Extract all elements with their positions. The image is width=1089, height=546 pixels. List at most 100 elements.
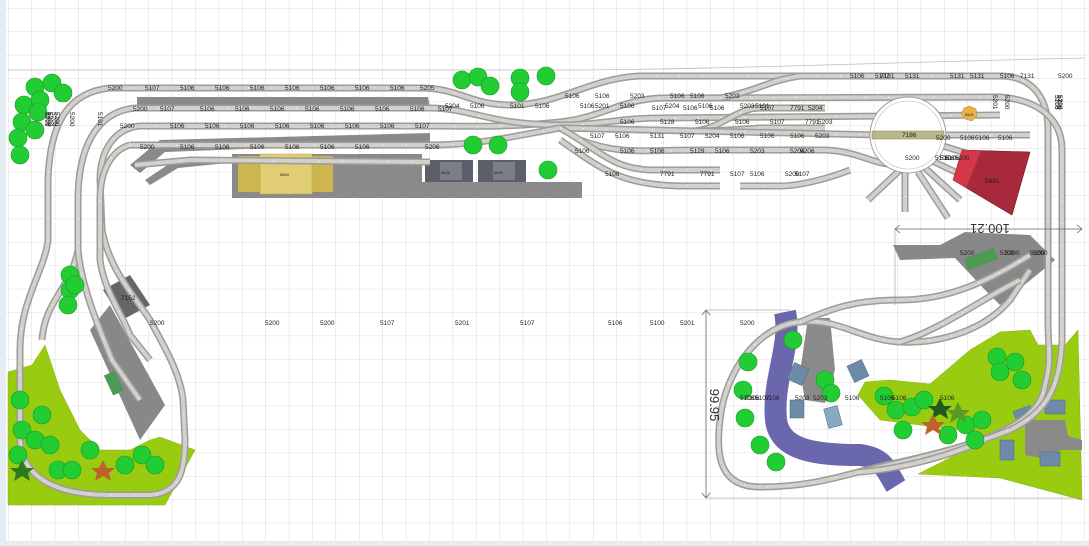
- track-label: 5106: [270, 106, 285, 113]
- track-label: 5106: [240, 123, 255, 130]
- turntable-label: 7186: [902, 132, 917, 139]
- track-label: 5107: [760, 105, 775, 112]
- tree: [738, 352, 758, 372]
- track-label: 5106: [285, 144, 300, 151]
- tree: [510, 82, 530, 102]
- track-label: 5106: [735, 119, 750, 126]
- track-label: 5106: [620, 148, 635, 155]
- track-label: 5107: [652, 105, 667, 112]
- engine-shed-b: [478, 160, 526, 182]
- track-label: 5200: [1056, 95, 1063, 110]
- tree: [893, 420, 913, 440]
- track-label: 5106: [765, 395, 780, 402]
- track-label: 5107: [145, 85, 160, 92]
- tree: [783, 330, 803, 350]
- track-label: 5106: [595, 93, 610, 100]
- track-label: 5101: [755, 103, 770, 110]
- track-segment[interactable]: [559, 124, 881, 139]
- tree: [62, 460, 82, 480]
- track-segment[interactable]: [719, 72, 801, 102]
- track-label: 5200: [108, 85, 123, 92]
- freight-shed: [103, 370, 125, 396]
- track-label: 5106: [940, 155, 955, 162]
- track-segment[interactable]: [38, 104, 136, 341]
- track-label: 5204: [50, 112, 57, 127]
- track-label: 5106: [1053, 95, 1060, 110]
- track-label: 5106: [250, 144, 265, 151]
- track-label: 5203: [750, 148, 765, 155]
- station-label: 5884: [280, 172, 290, 177]
- track-label: 5106: [695, 119, 710, 126]
- track-label: 5203: [818, 119, 833, 126]
- engine-shed-b-label: 5829: [494, 170, 504, 175]
- track-label: 5106: [608, 320, 623, 327]
- tree: [463, 135, 483, 155]
- track-label: 5106: [940, 395, 955, 402]
- track-segment[interactable]: [558, 124, 720, 174]
- track-label: 5106: [470, 103, 485, 110]
- track-segment[interactable]: [559, 111, 1001, 129]
- track-segment[interactable]: [865, 167, 903, 203]
- track-segment[interactable]: [922, 165, 963, 203]
- track-segment[interactable]: [96, 141, 132, 201]
- track-label: 5107: [590, 133, 605, 140]
- dimension-height[interactable]: 99.95: [701, 309, 1080, 499]
- track-label: 5107: [770, 119, 785, 126]
- track-segment[interactable]: [96, 200, 153, 363]
- track-label: 5203: [725, 93, 740, 100]
- tree: [990, 362, 1010, 382]
- tree: [12, 420, 32, 440]
- track-label: 5106: [275, 123, 290, 130]
- track-label: 5107: [438, 106, 453, 113]
- track-label: 5107: [415, 123, 430, 130]
- track-segment[interactable]: [134, 156, 431, 169]
- dimension-width[interactable]: 100.21: [894, 221, 1083, 305]
- track-label: 5106: [320, 144, 335, 151]
- track-segment[interactable]: [740, 166, 852, 190]
- track-segment[interactable]: [898, 276, 1022, 346]
- track-label: 5200: [960, 250, 975, 257]
- track-label: 5106: [670, 93, 685, 100]
- tree: [488, 135, 508, 155]
- conifer-trees: [10, 398, 970, 481]
- track-label: 5204: [705, 133, 720, 140]
- track-label: 5106: [215, 144, 230, 151]
- track-label: 5106: [355, 85, 370, 92]
- tree: [25, 120, 45, 140]
- water-tower[interactable]: [960, 105, 978, 122]
- platform-curved-2: [145, 157, 238, 185]
- track-label: 5203: [46, 112, 53, 127]
- track-segment[interactable]: [915, 170, 951, 220]
- track-label: 5200: [1056, 95, 1063, 110]
- tree: [145, 455, 165, 475]
- track-label: 5106: [180, 85, 195, 92]
- track-label: 5203: [1053, 95, 1060, 110]
- track-label: 5204: [808, 105, 823, 112]
- track-label: 5200: [46, 112, 53, 127]
- track-label: 5106: [715, 148, 730, 155]
- track-label: 5203: [815, 133, 830, 140]
- track-label: 7131: [1020, 73, 1035, 80]
- tree: [115, 455, 135, 475]
- track-label: 7131: [880, 73, 895, 80]
- track-label: 5106: [575, 148, 590, 155]
- tree: [480, 76, 500, 96]
- track-label: 5200: [150, 320, 165, 327]
- track-segment[interactable]: [135, 104, 561, 129]
- track-label: 5206: [425, 144, 440, 151]
- track-segment[interactable]: [557, 137, 720, 190]
- track-label: 7791: [790, 105, 805, 112]
- track-label: 5106: [1056, 95, 1063, 110]
- track-segment[interactable]: [798, 252, 1032, 326]
- track-label: 5106: [790, 133, 805, 140]
- track-label: 7791: [805, 119, 820, 126]
- track-label: 5200: [1003, 95, 1010, 110]
- track-label: 5106: [730, 133, 745, 140]
- track-label: 5106: [740, 395, 755, 402]
- track-label: 5204: [790, 148, 805, 155]
- track-segment[interactable]: [578, 136, 901, 169]
- track-label: 5106: [285, 85, 300, 92]
- track-segment[interactable]: [74, 249, 143, 403]
